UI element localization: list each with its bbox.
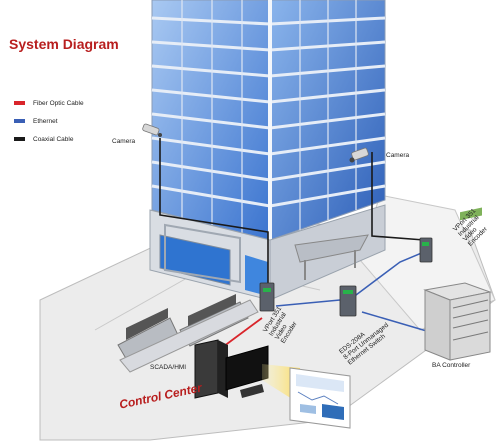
building-base [149, 204, 386, 301]
ba-controller-label: BA Controller [432, 362, 471, 369]
vport-center-device [259, 282, 275, 312]
camera-left-label: Camera [112, 138, 136, 145]
office-tower [151, 0, 386, 241]
camera-left [142, 123, 162, 137]
legend-label: Coaxial Cable [33, 135, 74, 143]
control-room-consoles [117, 294, 259, 373]
legend-label: Ethernet [33, 117, 58, 125]
legend: Fiber Optic Cable Ethernet Coaxial Cable [14, 94, 84, 148]
ethernet-cables [275, 251, 431, 333]
fiber-swatch [14, 101, 25, 105]
camera-right [349, 147, 369, 163]
vport-right-device [419, 237, 433, 263]
ethernet-swatch [14, 119, 25, 123]
legend-item-fiber: Fiber Optic Cable [14, 94, 84, 112]
eds-switch-device [339, 285, 357, 317]
legend-item-coaxial: Coaxial Cable [14, 130, 84, 148]
camera-right-label: Camera [386, 152, 410, 159]
hmi-screen [289, 367, 351, 429]
ba-controller-cabinet [423, 207, 492, 361]
legend-label: Fiber Optic Cable [33, 99, 84, 107]
scada-workstation [194, 339, 269, 399]
coaxial-swatch [14, 137, 25, 141]
legend-item-ethernet: Ethernet [14, 112, 84, 130]
coaxial-cables [159, 138, 425, 288]
scada-hmi-label: SCADA/HMI [150, 364, 187, 371]
page-title: System Diagram [9, 36, 119, 52]
